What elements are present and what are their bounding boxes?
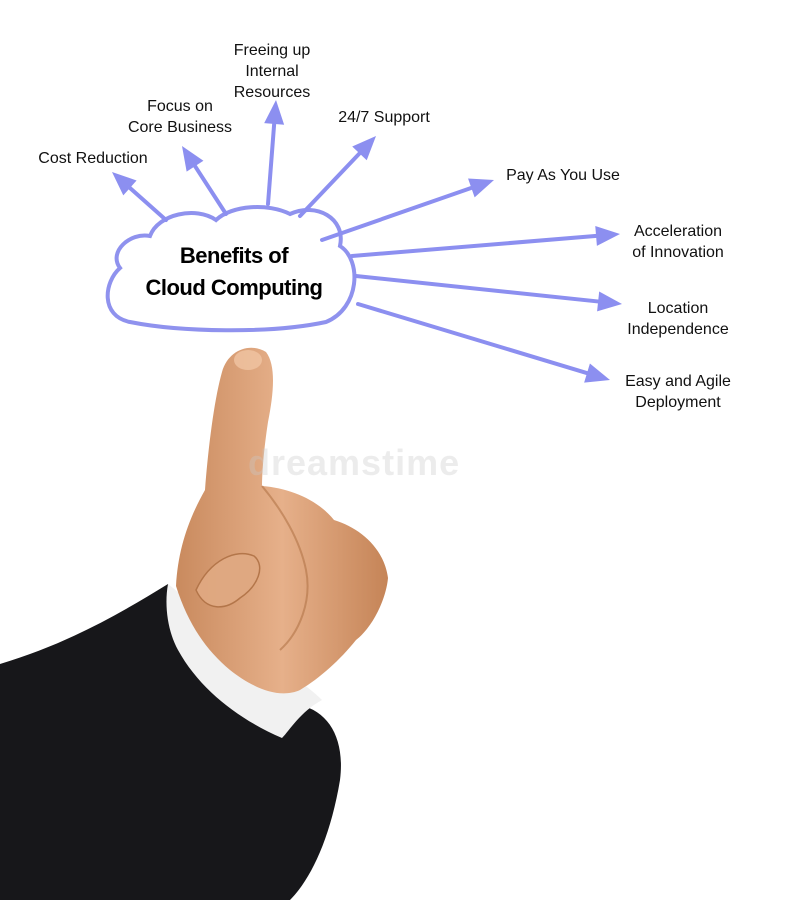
arrow-head (595, 225, 620, 246)
arrow-head (182, 146, 204, 172)
benefit-focus-on-core-business: Focus on Core Business (128, 96, 232, 138)
arrow-pay-as-you-use (320, 178, 494, 242)
arrow-head (468, 178, 494, 198)
benefit-line: Core Business (127, 119, 233, 136)
arrow-shaft (350, 233, 601, 258)
arrow-freeing-resources (264, 100, 285, 206)
benefit-line: Cost Reduction (38, 150, 148, 167)
benefit-line: Deployment (635, 394, 721, 411)
arrow-head (352, 136, 376, 161)
arrow-shaft (126, 184, 168, 222)
benefit-line: Location (647, 300, 709, 317)
title-line-2: Cloud Computing (145, 275, 323, 300)
benefit-line: Pay As You Use (506, 167, 620, 184)
arrow-location-independence (354, 274, 622, 312)
benefit-line: Focus on (147, 98, 213, 115)
benefit-line: 24/7 Support (338, 109, 430, 126)
finger-crease (261, 485, 309, 651)
benefit-cost-reduction: Cost Reduction (38, 148, 147, 169)
benefit-easy-and-agile-deployment: Easy and Agile Deployment (625, 371, 731, 413)
benefit-line: Acceleration (633, 223, 723, 240)
arrow-head (597, 291, 622, 312)
arrow-head (584, 363, 610, 383)
benefit-line: Freeing up (233, 42, 311, 59)
fingernail (234, 350, 262, 370)
benefit-line: Internal (245, 63, 299, 80)
arrow-shaft (191, 162, 228, 216)
benefit-freeing-up-resources: Freeing up Internal Resources (234, 40, 311, 103)
benefit-line: Independence (627, 321, 729, 338)
arrow-cost-reduction (112, 172, 168, 222)
benefit-line: of Innovation (632, 244, 724, 261)
arrow-head (264, 100, 285, 125)
arrows (112, 100, 622, 383)
arrow-24-7-support (298, 136, 376, 218)
benefit-24-7-support: 24/7 Support (338, 107, 430, 128)
suit-sleeve (0, 584, 341, 900)
arrow-head (112, 172, 137, 196)
arrow-shaft (298, 149, 363, 218)
watermark: dreamstime (248, 442, 461, 483)
benefit-location-independence: Location Independence (627, 298, 728, 340)
arrow-easy-agile-deployment (356, 302, 610, 383)
benefit-line: Easy and Agile (625, 373, 731, 390)
diagram-title: Benefits of Cloud Computing (145, 240, 323, 304)
title-line-1: Benefits of (179, 243, 289, 268)
benefit-line: Resources (233, 84, 311, 101)
benefit-acceleration-of-innovation: Acceleration of Innovation (632, 221, 724, 263)
arrow-focus-core-business (182, 146, 228, 216)
arrow-shaft (320, 185, 476, 242)
pointing-hand (176, 347, 388, 694)
thumb (195, 552, 261, 608)
benefit-pay-as-you-use: Pay As You Use (506, 165, 620, 186)
arrow-shaft (354, 274, 603, 304)
arrow-acceleration-innovation (350, 225, 620, 258)
arrow-shaft (356, 302, 591, 376)
arrow-shaft (266, 119, 277, 206)
